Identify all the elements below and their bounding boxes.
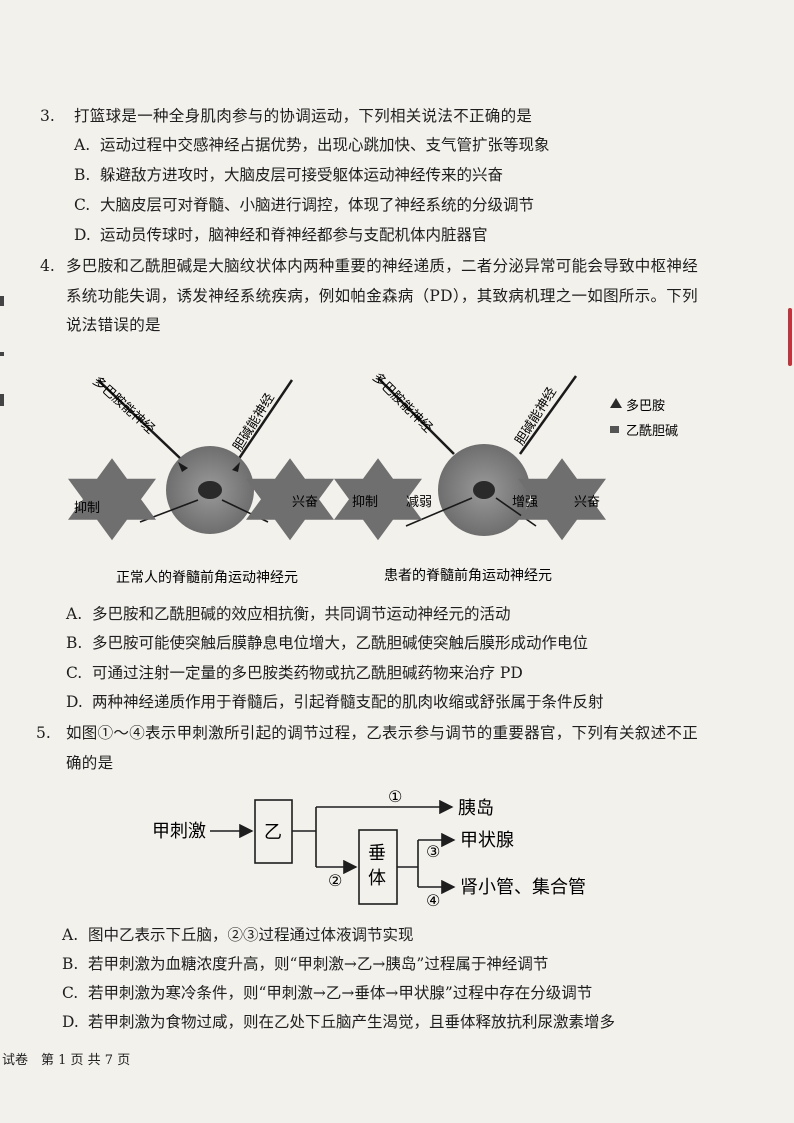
target-thyroid: 甲状腺	[460, 830, 514, 851]
option-label: D.	[66, 693, 83, 711]
q4-figure: 多巴胺能神经 胆碱能神经 抑制 兴奋 正常人的脊髓前角运动神经元 多巴胺能神经 …	[68, 370, 678, 586]
option-text: 多巴胺和乙酰胆碱的效应相抗衡，共同调节运动神经元的活动	[92, 605, 511, 623]
q4-option-c: C. 可通过注射一定量的多巴胺类药物或抗乙酰胆碱药物来治疗 PD	[66, 663, 523, 683]
figure-legend: 多巴胺 乙酰胆碱	[610, 398, 678, 439]
q5-diagram: 甲刺激 乙 ① 胰岛 ② 垂 体 ③ 甲状腺 ④ 肾小管、集合管	[152, 787, 586, 910]
q3-number: 3.	[40, 107, 55, 125]
option-text: 若甲刺激为食物过咸，则在乙处下丘脑产生渴觉，且垂体释放抗利尿激素增多	[88, 1013, 616, 1031]
acetylcholine-square-icon	[610, 426, 619, 433]
q3-stem: 打篮球是一种全身肌肉参与的协调运动，下列相关说法不正确的是	[74, 107, 533, 125]
option-label: B.	[62, 955, 79, 973]
left-excite-star	[246, 458, 334, 541]
option-text: 可通过注射一定量的多巴胺类药物或抗乙酰胆碱药物来治疗 PD	[92, 664, 523, 682]
binding-mark	[0, 296, 4, 306]
q3-option-a: A. 运动过程中交感神经占据优势，出现心跳加快、支气管扩张等现象	[74, 135, 550, 155]
option-label: C.	[66, 664, 83, 682]
q5-option-a: A. 图中乙表示下丘脑，②③过程通过体液调节实现	[62, 925, 414, 945]
step-2: ②	[328, 871, 342, 890]
q5-option-c: C. 若甲刺激为寒冷条件，则“甲刺激→乙→垂体→甲状腺”过程中存在分级调节	[62, 983, 592, 1003]
right-strengthen-label: 增强	[512, 495, 538, 510]
left-neuron-nucleus	[198, 481, 222, 499]
right-excite-star	[518, 458, 606, 541]
legend-acetylcholine: 乙酰胆碱	[626, 424, 678, 439]
q4-option-b: B. 多巴胺可能使突触后膜静息电位增大，乙酰胆碱使突触后膜形成动作电位	[66, 633, 588, 653]
right-inhibit-label: 抑制	[352, 495, 378, 510]
left-inhibit-label: 抑制	[74, 501, 100, 516]
box-pituitary	[358, 829, 398, 905]
box-yi-label: 乙	[264, 822, 282, 843]
right-weaken-label: 减弱	[406, 495, 432, 510]
q5-number: 5.	[36, 724, 51, 742]
red-edge-mark	[788, 308, 792, 366]
option-text: 多巴胺可能使突触后膜静息电位增大，乙酰胆碱使突触后膜形成动作电位	[92, 634, 589, 652]
option-text: 大脑皮层可对脊髓、小脑进行调控，体现了神经系统的分级调节	[100, 196, 535, 214]
q4-stem-line-1: 多巴胺和乙酰胆碱是大脑纹状体内两种重要的神经递质，二者分泌异常可能会导致中枢神经	[66, 257, 699, 275]
q4-stem-line-2: 系统功能失调，诱发神经系统疾病，例如帕金森病（PD），其致病机理之一如图所示。下…	[66, 287, 698, 305]
right-neuron-nucleus	[473, 481, 495, 499]
binding-mark	[0, 394, 4, 406]
step-1: ①	[388, 787, 402, 806]
option-text: 两种神经递质作用于脊髓后，引起脊髓支配的肌肉收缩或舒张属于条件反射	[92, 693, 604, 711]
left-excite-label: 兴奋	[292, 495, 318, 510]
q4-option-a: A. 多巴胺和乙酰胆碱的效应相抗衡，共同调节运动神经元的活动	[66, 604, 511, 624]
q4-number: 4.	[40, 257, 55, 275]
binding-mark	[0, 352, 4, 356]
option-text: 若甲刺激为血糖浓度升高，则“甲刺激→乙→胰岛”过程属于神经调节	[88, 955, 549, 973]
box-pituitary-label-1: 垂	[368, 843, 386, 864]
right-excite-label: 兴奋	[574, 495, 600, 510]
box-pituitary-label-2: 体	[368, 868, 386, 889]
q5-stem-line-2: 确的是	[66, 754, 114, 772]
page-footer: 试卷 第 1 页 共 7 页	[2, 1053, 131, 1068]
q5-option-b: B. 若甲刺激为血糖浓度升高，则“甲刺激→乙→胰岛”过程属于神经调节	[62, 954, 548, 974]
option-label: D.	[74, 226, 91, 244]
q3-option-b: B. 躲避敌方进攻时，大脑皮层可接受躯体运动神经传来的兴奋	[74, 165, 503, 185]
patient-neuron-figure: 多巴胺能神经 胆碱能神经 抑制 减弱 增强 兴奋 患者的脊髓前角运动神经元	[334, 370, 606, 584]
stimulus-label: 甲刺激	[152, 821, 206, 842]
right-cholinergic-neuron-label: 胆碱能神经	[513, 385, 560, 448]
dopamine-triangle-icon	[610, 398, 622, 408]
option-text: 躲避敌方进攻时，大脑皮层可接受躯体运动神经传来的兴奋	[100, 166, 504, 184]
step-3: ③	[426, 842, 440, 861]
left-inhibit-star	[68, 458, 156, 541]
option-label: A.	[62, 926, 79, 944]
left-caption: 正常人的脊髓前角运动神经元	[116, 569, 298, 586]
right-dopamine-neuron-label: 多巴胺能神经	[369, 370, 435, 436]
normal-neuron-figure: 多巴胺能神经 胆碱能神经 抑制 兴奋 正常人的脊髓前角运动神经元	[68, 373, 334, 586]
left-cholinergic-neuron-label: 胆碱能神经	[231, 391, 278, 454]
right-inhibit-star	[334, 458, 422, 541]
q4-option-d: D. 两种神经递质作用于脊髓后，引起脊髓支配的肌肉收缩或舒张属于条件反射	[66, 692, 604, 712]
option-text: 图中乙表示下丘脑，②③过程通过体液调节实现	[88, 926, 414, 944]
option-text: 若甲刺激为寒冷条件，则“甲刺激→乙→垂体→甲状腺”过程中存在分级调节	[88, 984, 593, 1002]
option-label: A.	[66, 605, 83, 623]
legend-dopamine: 多巴胺	[626, 398, 665, 414]
target-islet: 胰岛	[458, 798, 494, 819]
q4-stem-line-3: 说法错误的是	[66, 316, 161, 334]
step-4: ④	[426, 891, 440, 910]
option-text: 运动员传球时，脑神经和脊神经都参与支配机体内脏器官	[100, 226, 488, 244]
option-text: 运动过程中交感神经占据优势，出现心跳加快、支气管扩张等现象	[100, 136, 550, 154]
option-label: C.	[62, 984, 79, 1002]
option-label: C.	[74, 196, 91, 214]
q3-option-c: C. 大脑皮层可对脊髓、小脑进行调控，体现了神经系统的分级调节	[74, 195, 534, 215]
option-label: D.	[62, 1013, 79, 1031]
q3-option-d: D. 运动员传球时，脑神经和脊神经都参与支配机体内脏器官	[74, 225, 488, 245]
q5-stem-line-1: 如图①～④表示甲刺激所引起的调节过程，乙表示参与调节的重要器官，下列有关叙述不正	[66, 724, 699, 742]
option-label: A.	[74, 136, 91, 154]
option-label: B.	[66, 634, 83, 652]
q5-option-d: D. 若甲刺激为食物过咸，则在乙处下丘脑产生渴觉，且垂体释放抗利尿激素增多	[62, 1012, 615, 1032]
target-kidney: 肾小管、集合管	[460, 877, 586, 898]
right-caption: 患者的脊髓前角运动神经元	[384, 567, 552, 584]
option-label: B.	[74, 166, 91, 184]
left-dopamine-neuron-label: 多巴胺能神经	[89, 373, 158, 437]
